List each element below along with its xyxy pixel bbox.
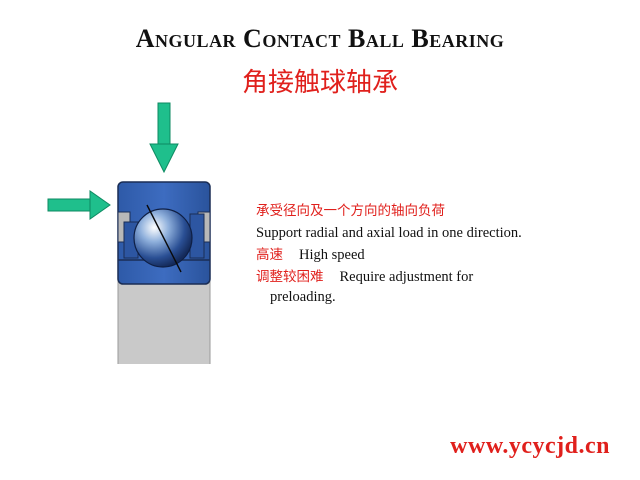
load-direction-cn: 承受径向及一个方向的轴向负荷 bbox=[256, 203, 445, 219]
preloading-en: preloading. bbox=[270, 289, 336, 305]
feature-line-4: 调整较困难 Require adjustment for bbox=[256, 266, 596, 288]
feature-line-5: preloading. bbox=[256, 286, 596, 308]
adjustment-en: Require adjustment for bbox=[339, 269, 474, 285]
adjustment-cn: 调整较困难 bbox=[256, 269, 324, 285]
high-speed-cn: 高速 bbox=[256, 247, 283, 263]
bearing-diagram bbox=[47, 102, 211, 364]
feature-list: 承受径向及一个方向的轴向负荷 Support radial and axial … bbox=[256, 200, 596, 308]
contact-angle-line bbox=[146, 204, 182, 273]
website-url: www.ycycjd.cn bbox=[450, 433, 610, 459]
page-subtitle: 角接触球轴承 bbox=[241, 68, 398, 98]
shaft-section bbox=[118, 280, 210, 364]
page-title: Angular Contact Ball Bearing bbox=[135, 24, 505, 53]
load-direction-en: Support radial and axial load in one dir… bbox=[256, 225, 522, 241]
high-speed-en: High speed bbox=[299, 247, 365, 263]
feature-line-2: Support radial and axial load in one dir… bbox=[256, 222, 596, 244]
feature-line-3: 高速 High speed bbox=[256, 244, 596, 266]
arrow-right-icon bbox=[47, 190, 111, 220]
arrow-down-icon bbox=[149, 102, 179, 174]
feature-line-1: 承受径向及一个方向的轴向负荷 bbox=[256, 200, 596, 222]
